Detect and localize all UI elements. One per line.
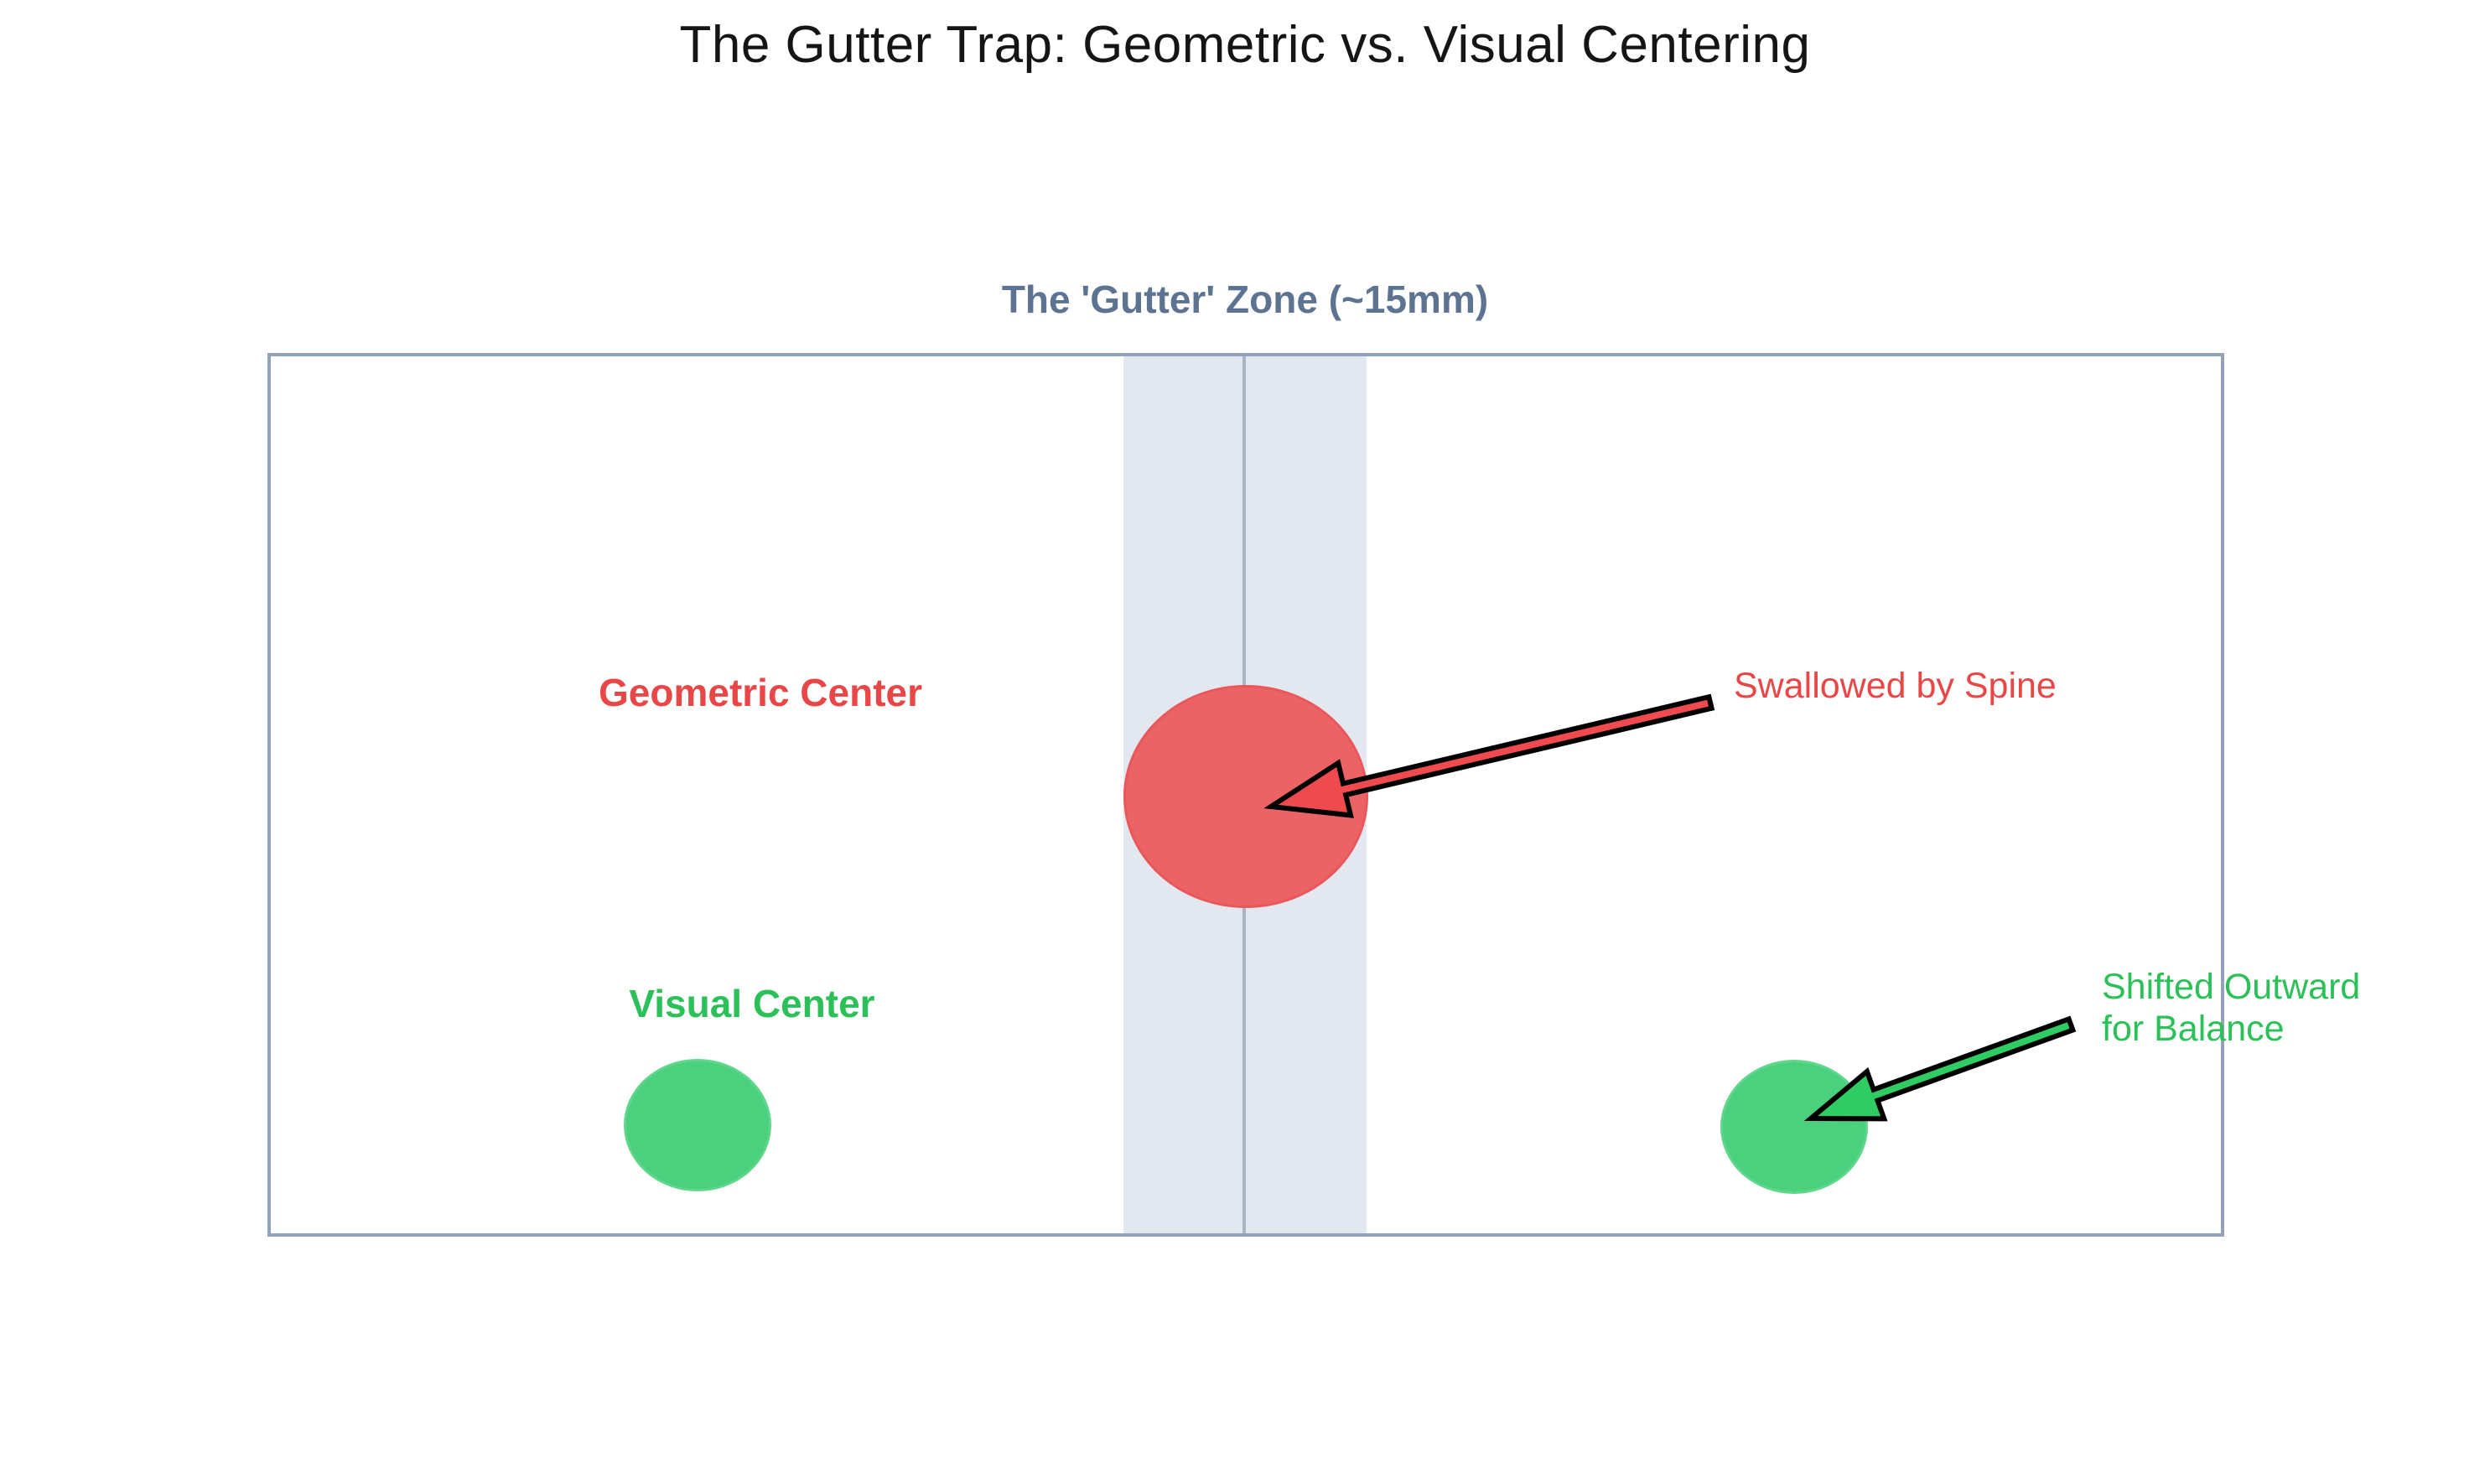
circle-geometric xyxy=(1123,685,1368,908)
circle-visual-left xyxy=(624,1059,771,1191)
annotation-shifted: Shifted Outward for Balance xyxy=(2102,967,2361,1049)
annotation-geometric-label: Geometric Center xyxy=(598,671,923,714)
circle-visual-right xyxy=(1720,1060,1868,1194)
figure-title: The Gutter Trap: Geometric vs. Visual Ce… xyxy=(679,16,1811,74)
gutter-zone-label: The 'Gutter' Zone (~15mm) xyxy=(1001,278,1489,321)
annotation-swallowed: Swallowed by Spine xyxy=(1734,666,2057,706)
annotation-visual-label: Visual Center xyxy=(629,982,875,1025)
